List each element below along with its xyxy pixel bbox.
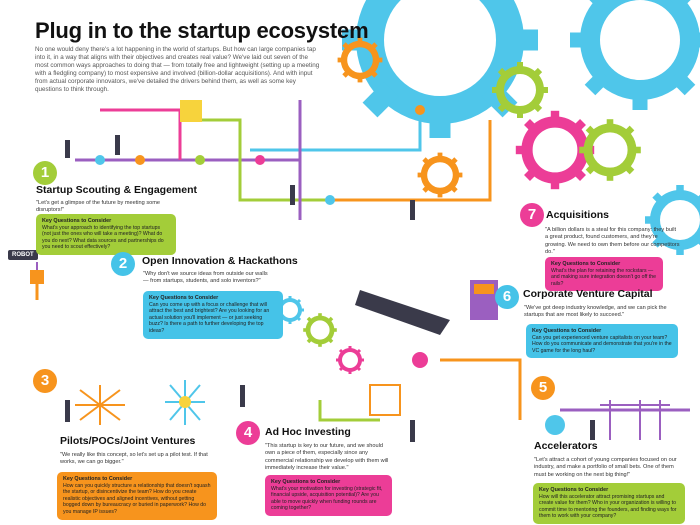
key-questions-text: Can you get experienced venture capitali… <box>532 334 672 354</box>
robot-sign: ROBOT <box>8 250 38 260</box>
section-title-accelerators: Accelerators <box>534 440 598 452</box>
robot-icon <box>30 262 44 300</box>
key-questions-text: How will this accelerator attract promis… <box>539 493 677 520</box>
starburst-icon <box>75 380 205 425</box>
key-questions-text: Can you come up with a focus or challeng… <box>149 301 270 334</box>
telescope-icon <box>355 290 450 368</box>
section-title-ad-hoc: Ad Hoc Investing <box>265 426 351 438</box>
section-title-acquisitions: Acquisitions <box>546 209 610 221</box>
key-questions-label: Key Questions to Consider <box>271 479 341 485</box>
building-icon <box>470 280 498 320</box>
intro-text: No one would deny there's a lot happenin… <box>35 46 320 93</box>
section-title-pilots: Pilots/POCs/Joint Ventures <box>60 435 196 447</box>
key-questions-text: What's your approach to identifying the … <box>42 224 164 251</box>
page-title: Plug in to the startup ecosystem <box>35 18 369 43</box>
key-questions-text: What's your motivation for investing (st… <box>271 485 383 512</box>
step-badge-5: 5 <box>531 376 555 400</box>
section-title-cvc: Corporate Venture Capital <box>523 288 653 300</box>
accelerator-structure-icon <box>600 400 670 440</box>
step-badge-4: 4 <box>236 421 260 445</box>
section-quote: "We've got deep industry knowledge, and … <box>524 305 667 319</box>
section-title-scouting: Startup Scouting & Engagement <box>36 184 198 196</box>
section-quote: "Let's attract a cohort of young compani… <box>534 457 677 478</box>
step-badge-1: 1 <box>33 161 57 185</box>
step-badge-3: 3 <box>33 369 57 393</box>
step-badge-6: 6 <box>495 285 519 309</box>
person-figures-icon <box>65 135 595 442</box>
step-badge-2: 2 <box>111 252 135 276</box>
section-quote: "This startup is key to our future, and … <box>265 443 389 472</box>
step-badge-7: 7 <box>520 203 544 227</box>
key-questions-label: Key Questions to Consider <box>539 487 609 493</box>
section-quote: "Let's get a glimpse of the future by me… <box>36 200 161 214</box>
key-questions-label: Key Questions to Consider <box>42 218 112 224</box>
key-questions-label: Key Questions to Consider <box>63 476 133 482</box>
key-questions-label: Key Questions to Consider <box>551 261 621 267</box>
section-quote: "We really like this concept, so let's s… <box>60 452 208 466</box>
key-questions-text: How can you quickly structure a relation… <box>63 482 211 515</box>
section-quote: "A billion dollars is a steal for this c… <box>545 227 680 256</box>
section-title-open-innovation: Open Innovation & Hackathons <box>142 255 298 267</box>
section-quote: "Why don't we source ideas from outside … <box>143 271 268 285</box>
key-questions-label: Key Questions to Consider <box>532 328 602 334</box>
key-questions-text: What's the plan for retaining the rockst… <box>551 267 657 287</box>
key-questions-label: Key Questions to Consider <box>149 295 219 301</box>
